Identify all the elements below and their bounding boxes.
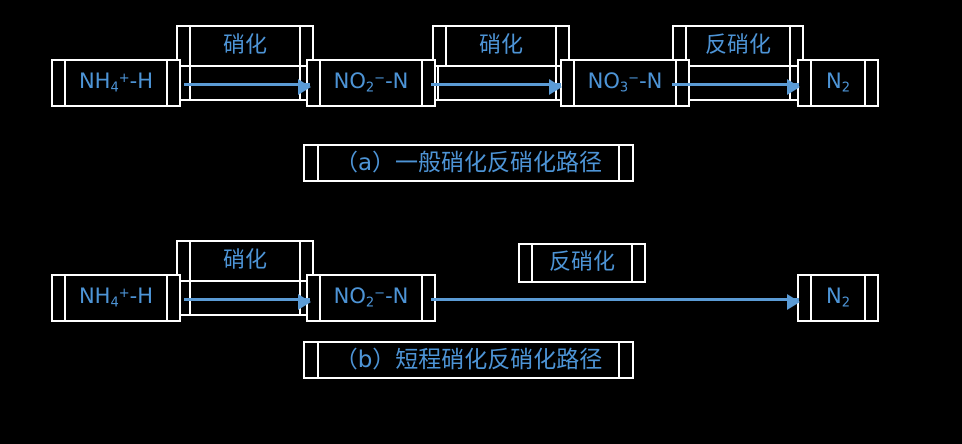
frame-divider-left: [531, 243, 533, 283]
label-text: 反硝化: [548, 250, 615, 275]
frame-divider-right: [618, 144, 620, 182]
label-box-a-step-2: 硝化: [432, 25, 570, 67]
arrow-b-step-2: [431, 294, 800, 310]
label-box-a-step-3: 反硝化: [672, 25, 804, 67]
frame-divider-right: [555, 25, 557, 67]
frame-divider-left: [189, 25, 191, 67]
species-label: NH4+-H: [78, 284, 154, 311]
frame-divider-left: [445, 25, 447, 67]
label-text: 反硝化: [704, 33, 771, 58]
frame-divider-left: [64, 59, 66, 107]
frame-divider-left: [319, 59, 321, 107]
frame-divider-left: [319, 274, 321, 322]
species-box-a-nitrite: NO2−-N: [306, 59, 436, 107]
frame-divider-right: [864, 59, 866, 107]
frame-divider-left: [810, 274, 812, 322]
frame-divider-right: [631, 243, 633, 283]
arrow-a-step-2: [431, 79, 562, 95]
species-label: NH4+-H: [78, 69, 154, 96]
label-text: 硝化: [478, 33, 523, 58]
caption-box-a: （a）一般硝化反硝化路径: [303, 144, 634, 182]
species-box-a-dinitrogen: N2: [797, 59, 879, 107]
frame-divider-left: [573, 59, 575, 107]
frame-divider-right: [864, 274, 866, 322]
species-label: NO2−-N: [333, 69, 409, 96]
caption-text: （b）短程硝化反硝化路径: [334, 346, 603, 373]
arrow-b-step-1: [184, 294, 311, 310]
species-box-a-nitrate: NO3−-N: [560, 59, 690, 107]
frame-divider-right: [166, 59, 168, 107]
frame-divider-right: [299, 25, 301, 67]
label-text: 硝化: [222, 33, 267, 58]
frame-divider-right: [789, 25, 791, 67]
label-box-b-step-2: 反硝化: [518, 243, 646, 283]
species-box-b-nitrite: NO2−-N: [306, 274, 436, 322]
arrow-a-step-3: [672, 79, 800, 95]
frame-divider-left: [189, 240, 191, 282]
frame-divider-right: [618, 341, 620, 379]
arrow-a-step-1: [184, 79, 311, 95]
species-label: N2: [826, 69, 850, 96]
species-box-b-ammonium: NH4+-H: [51, 274, 181, 322]
label-box-b-step-1: 硝化: [176, 240, 314, 282]
caption-box-b: （b）短程硝化反硝化路径: [303, 341, 634, 379]
frame-divider-right: [421, 274, 423, 322]
frame-divider-right: [166, 274, 168, 322]
label-box-a-step-1: 硝化: [176, 25, 314, 67]
frame-divider-right: [421, 59, 423, 107]
frame-divider-left: [810, 59, 812, 107]
species-box-b-dinitrogen: N2: [797, 274, 879, 322]
species-label: N2: [826, 284, 850, 311]
caption-text: （a）一般硝化反硝化路径: [334, 149, 603, 176]
species-label: NO2−-N: [333, 284, 409, 311]
frame-divider-left: [64, 274, 66, 322]
frame-divider-right: [299, 240, 301, 282]
species-label: NO3−-N: [587, 69, 663, 96]
label-text: 硝化: [222, 248, 267, 273]
frame-divider-left: [317, 341, 319, 379]
frame-divider-left: [685, 25, 687, 67]
species-box-a-ammonium: NH4+-H: [51, 59, 181, 107]
frame-divider-left: [317, 144, 319, 182]
